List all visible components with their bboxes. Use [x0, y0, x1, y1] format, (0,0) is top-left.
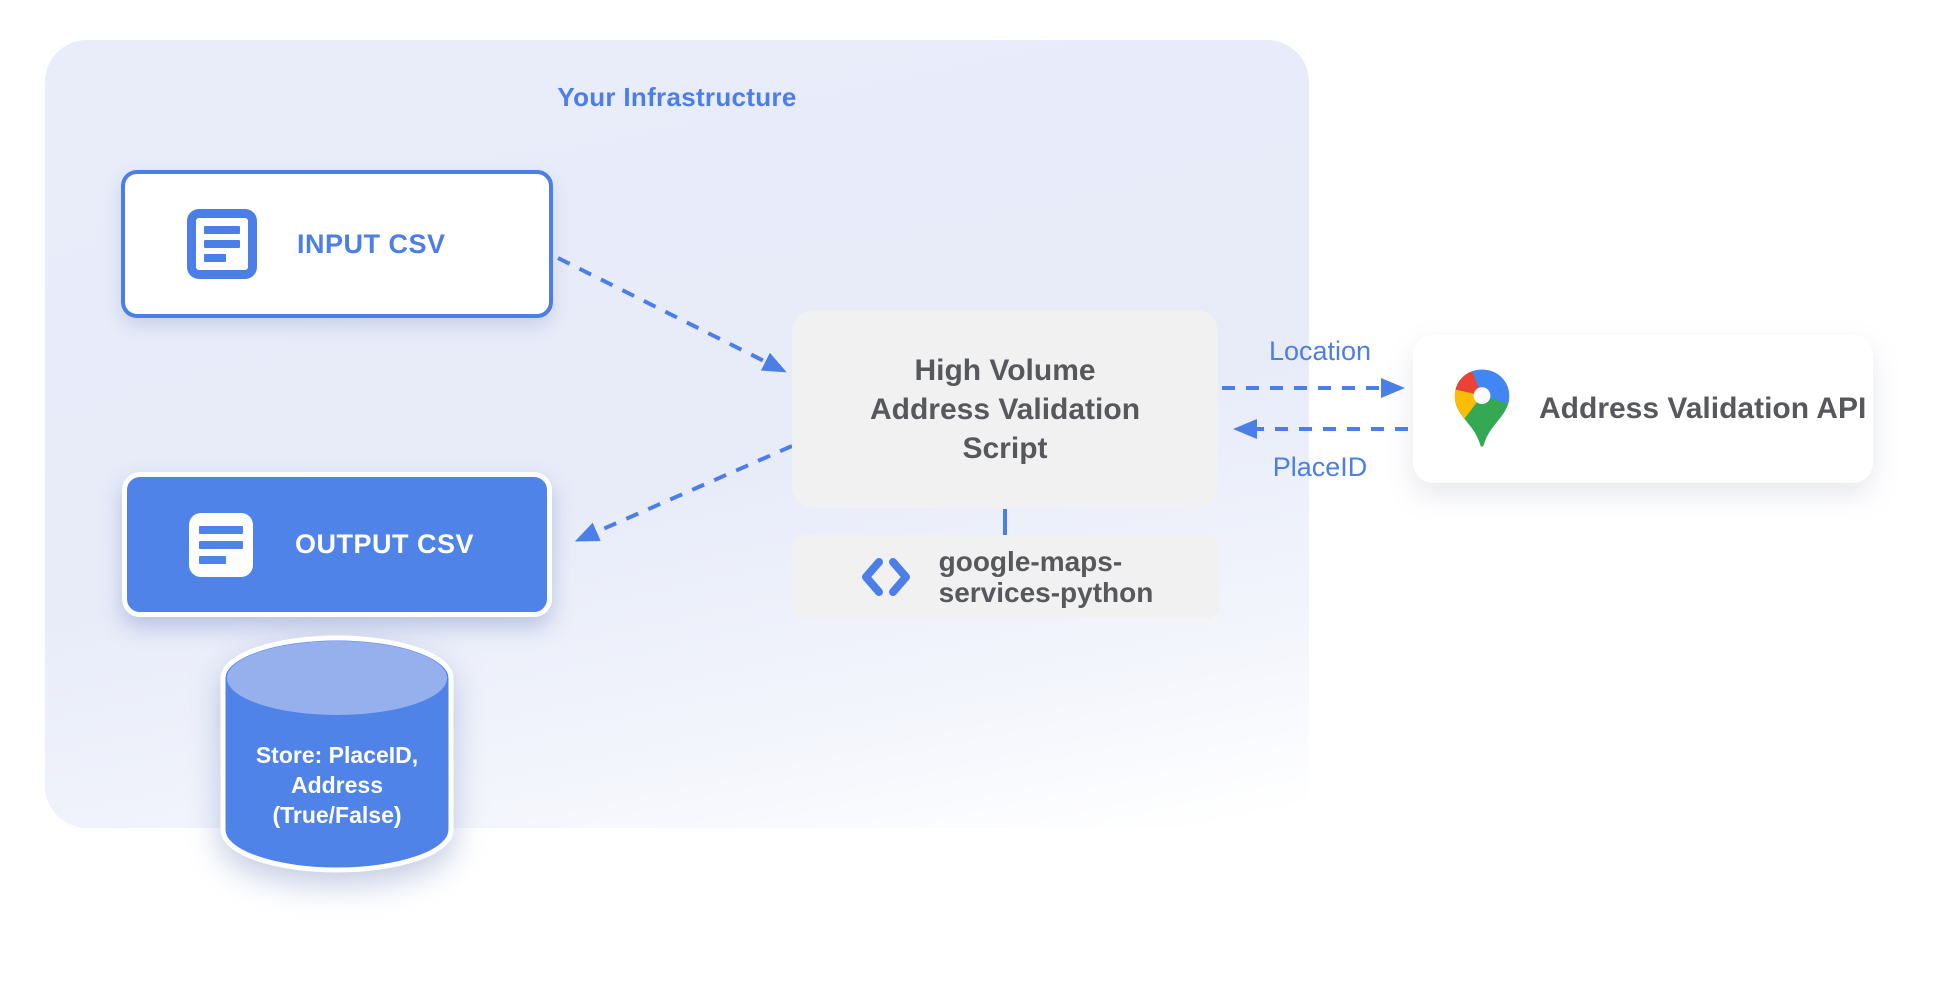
library-node: google-maps- services-python [792, 535, 1220, 619]
input-csv-node: INPUT CSV [121, 170, 553, 318]
api-label: Address Validation API [1539, 392, 1867, 425]
script-label: High Volume Address Validation Script [869, 353, 1141, 465]
library-label: google-maps- services-python [938, 546, 1154, 608]
output-csv-label: OUTPUT CSV [295, 529, 475, 559]
input-csv-label: INPUT CSV [297, 228, 446, 259]
infrastructure-title: Your Infrastructure [557, 82, 797, 112]
google-maps-pin-icon [1454, 369, 1510, 447]
output-csv-node: OUTPUT CSV [122, 472, 552, 617]
document-list-icon [189, 512, 253, 577]
location-label: Location [1268, 336, 1372, 366]
api-node: Address Validation API [1413, 335, 1873, 483]
script-node: High Volume Address Validation Script [792, 310, 1218, 508]
datastore-cylinder: Store: PlaceID, Address (True/False) [217, 632, 457, 882]
document-list-icon [187, 209, 257, 279]
database-icon [220, 635, 454, 873]
placeid-label: PlaceID [1272, 452, 1368, 482]
code-brackets-icon [861, 558, 910, 596]
datastore-label: Store: PlaceID, Address (True/False) [255, 742, 419, 828]
